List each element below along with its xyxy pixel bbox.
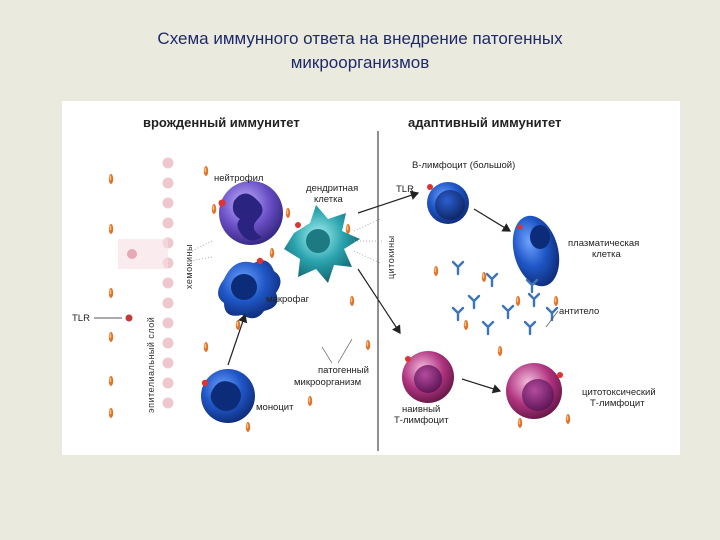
cytokine-signals xyxy=(189,218,382,264)
monocyte-cell xyxy=(201,369,255,423)
label-naive-line-1: наивный xyxy=(402,404,440,415)
label-chemokines: хемокины xyxy=(184,244,194,289)
label-pathogen-line-2: микроорганизм xyxy=(294,377,361,388)
macrophage-cell xyxy=(218,257,281,319)
tlr-receptor-icon xyxy=(125,314,133,322)
label-dendritic-line-2: клетка xyxy=(314,194,343,205)
title-line-2: микроорганизмов xyxy=(290,53,430,72)
plasma-cell xyxy=(512,215,560,287)
highlighted-epithelial-cell xyxy=(118,239,168,269)
naive-t-lymphocyte-cell xyxy=(402,351,454,403)
label-antibody: антитело xyxy=(559,306,599,317)
arrow-naive-to-cytotoxic xyxy=(461,378,502,394)
label-tlr-b-cell: TLR xyxy=(396,184,414,195)
label-cytokines: цитокины xyxy=(386,235,396,279)
neutrophil-cell xyxy=(218,181,283,245)
label-plasma-line-2: клетка xyxy=(592,249,621,260)
b-lymphocyte-cell xyxy=(427,182,469,224)
slide-title: Схема иммунного ответа на внедрение пато… xyxy=(0,27,720,75)
label-epithelial-layer: эпителиальный слой xyxy=(146,317,156,413)
label-cytotoxic-line-2: Т-лимфоцит xyxy=(590,398,645,409)
arrow-monocyte-to-macrophage xyxy=(227,313,248,366)
label-dendritic-line-1: дендритная xyxy=(306,183,358,194)
epithelial-cells xyxy=(162,157,174,409)
label-cytotoxic-line-1: цитотоксический xyxy=(582,387,656,398)
arrow-b-cell-to-plasma-cell xyxy=(473,208,512,232)
header-adaptive-immunity: адаптивный иммунитет xyxy=(408,115,561,130)
label-neutrophil: нейтрофил xyxy=(214,173,263,184)
cytotoxic-t-lymphocyte-cell xyxy=(506,363,563,419)
header-innate-immunity: врожденный иммунитет xyxy=(143,115,300,130)
label-pathogen-line-1: патогенный xyxy=(318,365,369,376)
arrow-dendritic-to-t-cell xyxy=(357,268,401,335)
arrow-dendritic-to-b-cell xyxy=(357,190,420,214)
infected-epithelial-cell xyxy=(127,249,137,259)
label-b-lymphocyte: B-лимфоцит (большой) xyxy=(412,160,515,171)
label-plasma-line-1: плазматическая xyxy=(568,238,639,249)
label-monocyte: моноцит xyxy=(256,402,294,413)
label-macrophage: макрофаг xyxy=(266,294,310,305)
title-line-1: Схема иммунного ответа на внедрение пато… xyxy=(157,29,563,48)
label-naive-line-2: Т-лимфоцит xyxy=(394,415,449,426)
immune-response-diagram: врожденный иммунитет адаптивный иммуните… xyxy=(62,101,680,455)
dendritic-cell xyxy=(284,205,360,283)
label-tlr-epithelium: TLR xyxy=(72,313,90,324)
